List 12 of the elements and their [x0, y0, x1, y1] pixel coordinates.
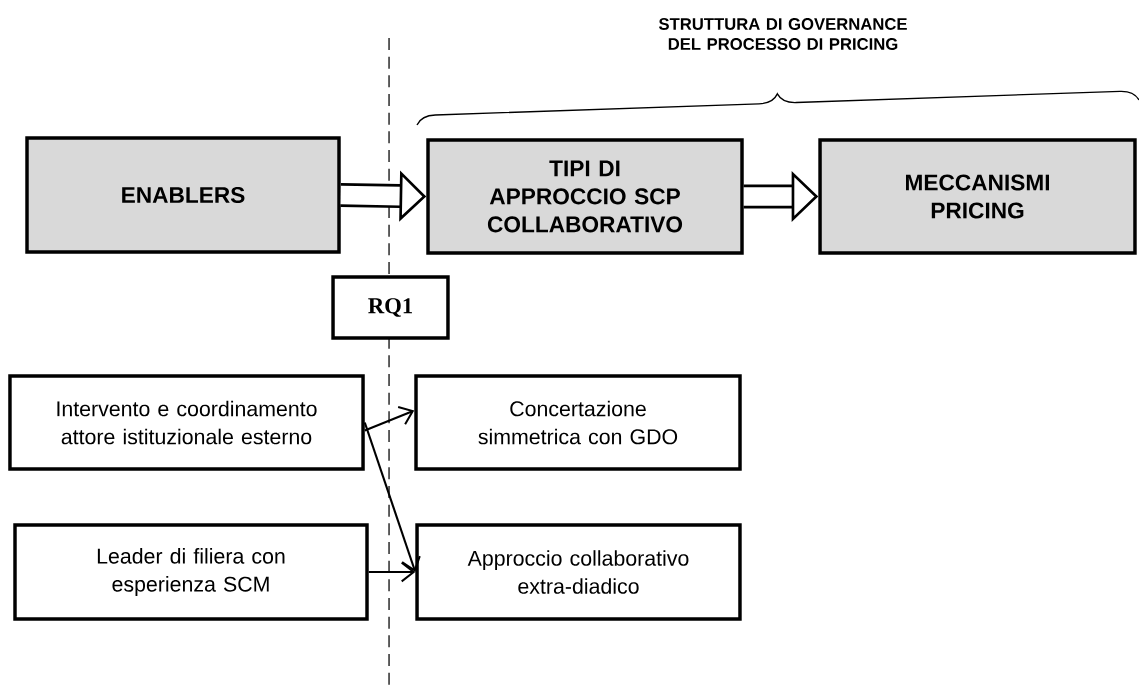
- arrow: [364, 405, 415, 432]
- factor-box: Intervento e coordinamento attore istituzionale esterno: [8, 374, 365, 471]
- factor-box: Concertazione simmetrica con GDO: [414, 374, 742, 471]
- heading: STRUTTURA DI GOVERNANCE DEL PROCESSO DI PRICING: [658, 18, 907, 50]
- arrow: [368, 561, 416, 583]
- arrow: [363, 422, 421, 572]
- process-box: TIPI DI APPROCCIO SCP COLLABORATIVO: [426, 138, 744, 255]
- factor-box: Leader di filiera con esperienza SCM: [13, 523, 369, 621]
- process-box: MECCANISMI PRICING: [818, 138, 1137, 255]
- factor-box: Approccio collaborativo extra-diadico: [415, 523, 742, 621]
- research-question-box: RQ1: [331, 275, 450, 340]
- process-box: ENABLERS: [25, 136, 341, 254]
